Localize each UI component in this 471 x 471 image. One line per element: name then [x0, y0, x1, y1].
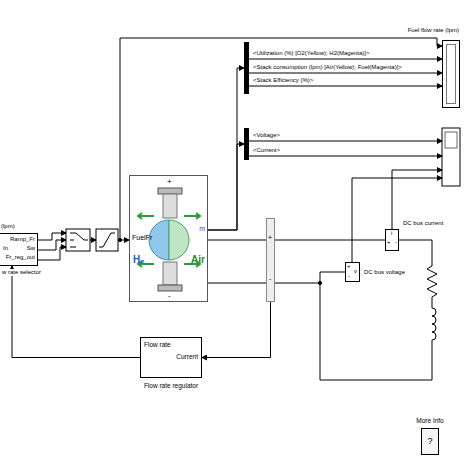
stack-plate [158, 188, 182, 194]
block-label: <Current> [253, 147, 280, 154]
block-label: + [268, 234, 272, 242]
block-label: - [348, 273, 350, 280]
rate-limiter-symbol [99, 233, 115, 247]
block-label: (lpm) [1, 223, 15, 230]
block-label: DC bus current [403, 220, 443, 227]
block-label: Fuel flow rate (lpm) [408, 27, 459, 34]
scope-block [442, 128, 460, 186]
block-label: + [167, 177, 172, 187]
signal-wire [249, 59, 442, 60]
power-wire [208, 282, 266, 283]
block-label: FuelFr [132, 234, 152, 242]
block-label: + [347, 263, 351, 270]
signal-wire [208, 144, 244, 230]
signal-wire [202, 302, 271, 358]
block-label: Sw [27, 245, 35, 252]
junction-dot [118, 238, 121, 241]
block-label: m [199, 225, 205, 233]
rate-limiter-block [96, 229, 118, 251]
scope-screen [445, 132, 457, 148]
block-label: + [387, 239, 391, 246]
block-label: v [354, 268, 357, 275]
air-side [169, 220, 189, 260]
block-label: ? [422, 436, 438, 447]
block-label: <Utilization (%) [O2(Yellow); H2(Magenta… [253, 50, 370, 57]
signal-wire [249, 73, 442, 74]
stack-plate [158, 285, 182, 291]
block-label: Fr_reg_out [6, 254, 35, 261]
bus-selector: <Voltage><Current> [244, 128, 249, 160]
info-block: More Info? [421, 428, 439, 455]
signal-wire [90, 240, 96, 241]
block-label: <Stack Efficiency (%)> [253, 77, 313, 84]
block-label: <Voltage> [253, 132, 280, 139]
block-label: More Info [402, 417, 458, 425]
block-label: - [168, 291, 171, 301]
voltage-measurement: +-vDC bus voltage [345, 262, 360, 282]
block-label: Air [191, 254, 205, 266]
power-wire [275, 240, 385, 241]
signal-wire [12, 266, 140, 358]
stack-cell [163, 194, 177, 218]
block-label: - [269, 275, 271, 283]
power-wire [275, 272, 345, 283]
stack-cell [163, 262, 177, 285]
switch-symbol [70, 233, 88, 247]
connection-bar: +- [266, 218, 275, 302]
block-label: i [391, 230, 392, 237]
block-label: w rate selector [2, 269, 41, 276]
fuel-cell-stack: FuelFr m + - H₂ Air [129, 175, 208, 302]
signal-wire [38, 233, 66, 240]
current-measurement: +i-DC bus current [385, 229, 399, 251]
signal-wire [208, 68, 244, 230]
block-label: H₂ [133, 254, 145, 266]
block-label: Current [176, 353, 198, 361]
block-label: Flow rate [144, 341, 171, 349]
block-label: - [395, 239, 397, 246]
signal-wire [249, 156, 442, 157]
signal-wire [249, 86, 442, 87]
block-label: <Stack consumption (lpm) [Air(Yellow); F… [253, 64, 402, 71]
bus-selector: <Utilization (%) [O2(Yellow); H2(Magenta… [244, 42, 249, 94]
signal-wire [249, 141, 442, 142]
signal-wire [38, 240, 66, 250]
flow-rate-regulator: Flow rateCurrentFlow rate regulator [140, 337, 202, 378]
signal-wire [38, 247, 66, 260]
block-label: DC bus voltage [364, 269, 405, 276]
signal-wire [120, 38, 442, 240]
flow-selector-block: (lpm)Ramp_FrSwFr_reg_outInw rate selecto… [0, 233, 38, 266]
inductor-symbol [320, 283, 436, 380]
power-wire [208, 240, 266, 241]
switch-block [66, 229, 90, 251]
block-label: In [3, 245, 8, 252]
block-label: Ramp_Fr [10, 236, 35, 243]
scope-block: Fuel flow rate (lpm) [442, 40, 460, 108]
block-label: Flow rate regulator [121, 382, 221, 390]
